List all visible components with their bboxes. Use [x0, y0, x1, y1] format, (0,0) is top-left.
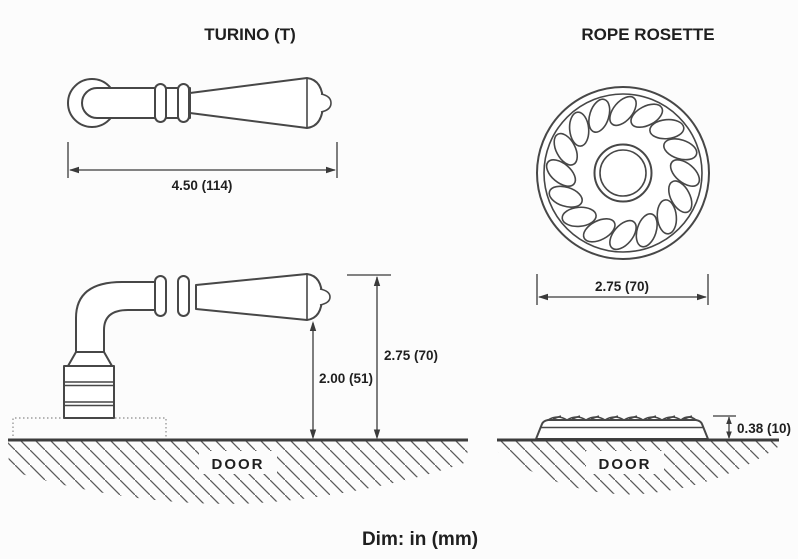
lever-shaft: [81, 87, 191, 119]
turino-title: TURINO (T): [204, 25, 296, 44]
lever-grip: [189, 77, 324, 129]
lever-height-label: 2.00 (51): [319, 371, 373, 386]
lever-grip-side: [195, 273, 323, 321]
rosette-diameter-dimension: 2.75 (70): [536, 274, 709, 305]
rosette-thickness-dimension: 0.38 (10): [713, 415, 791, 439]
overall-height-dimension: 2.75 (70): [347, 274, 438, 440]
lever-neck-flare: [67, 351, 113, 367]
lever-neck-bend: [75, 281, 157, 353]
lever-base-cylinder: [63, 365, 115, 419]
turino-length-label: 4.50 (114): [172, 178, 233, 193]
lever-height-dimension: 2.00 (51): [309, 321, 373, 440]
overall-height-label: 2.75 (70): [384, 348, 438, 363]
turino-length-dimension: 4.50 (114): [67, 142, 338, 193]
rosette-rope-pattern: [545, 95, 701, 251]
lever-collar-ring: [154, 83, 167, 123]
rosette-profile: [535, 419, 709, 440]
turino-side-view: [12, 273, 331, 440]
units-note: Dim: in (mm): [362, 529, 478, 550]
lever-collar-ring: [177, 83, 190, 123]
left-door-section: DOOR: [8, 438, 468, 504]
left-door-label: DOOR: [212, 456, 265, 473]
rosette-title: ROPE ROSETTE: [581, 25, 714, 44]
right-door-section: DOOR: [497, 438, 779, 495]
turino-top-view: [67, 77, 332, 129]
lever-end-button: [320, 93, 332, 113]
rosette-diameter-label: 2.75 (70): [595, 279, 649, 294]
right-door-label: DOOR: [599, 456, 652, 473]
rosette-side-view: [535, 415, 709, 440]
rosette-rope-edge: [547, 416, 697, 421]
lever-collar-ring-side: [177, 275, 190, 317]
rosette-thickness-label: 0.38 (10): [737, 421, 791, 436]
lever-end-button-side: [319, 288, 331, 306]
rosette-center-hole: [599, 149, 647, 197]
rosette-footprint-dotted: [12, 417, 167, 440]
lever-collar-ring-side: [154, 275, 167, 317]
rosette-front-view: [536, 86, 710, 260]
